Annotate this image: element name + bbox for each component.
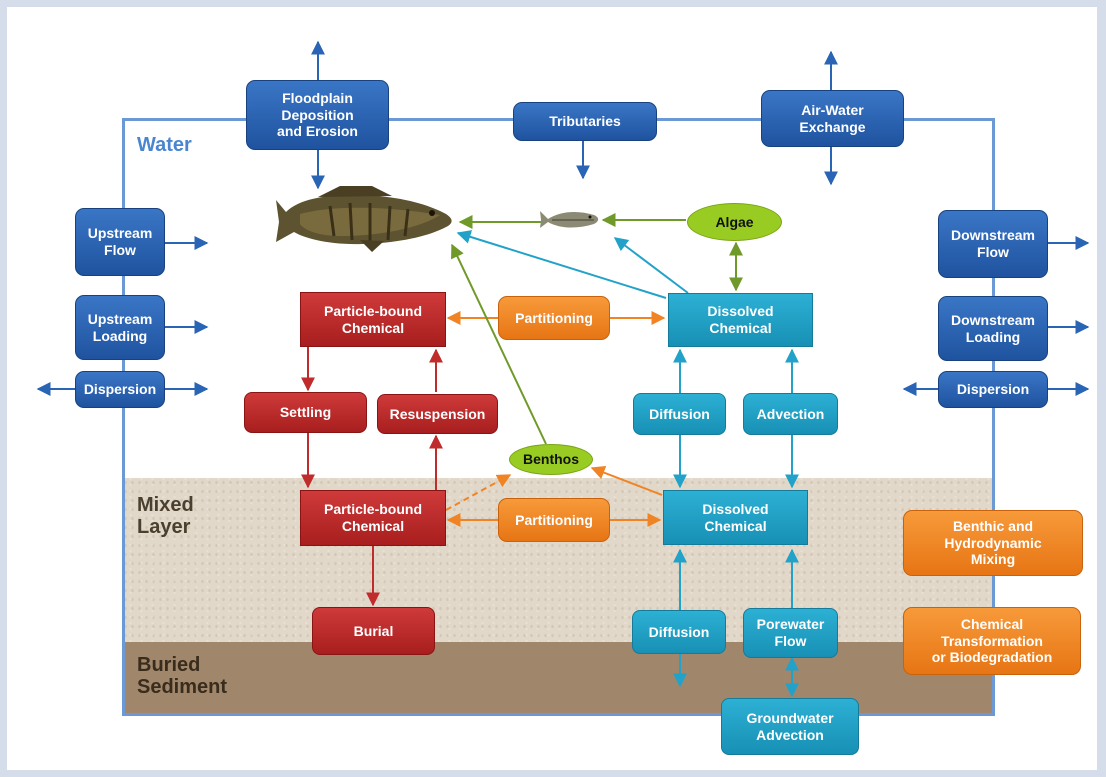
upstream-loading-box: Upstream Loading (75, 295, 165, 360)
downstream-loading-box: Downstream Loading (938, 296, 1048, 361)
dissolved-chemical-mixed-box: Dissolved Chemical (663, 490, 808, 545)
dispersion-right-box: Dispersion (938, 371, 1048, 408)
dissolved-chemical-water-box: Dissolved Chemical (668, 293, 813, 347)
mixed-layer-label: Mixed Layer (137, 494, 194, 539)
partitioning-mixed-box: Partitioning (498, 498, 610, 542)
settling-box: Settling (244, 392, 367, 433)
air-water-exchange-box: Air-Water Exchange (761, 90, 904, 147)
downstream-flow-box: Downstream Flow (938, 210, 1048, 278)
particle-bound-chemical-water-box: Particle-bound Chemical (300, 292, 446, 347)
floodplain-box: Floodplain Deposition and Erosion (246, 80, 389, 150)
chemical-transformation-box: Chemical Transformation or Biodegradatio… (903, 607, 1081, 675)
dispersion-left-box: Dispersion (75, 371, 165, 408)
diffusion-upper-box: Diffusion (633, 393, 726, 435)
bass-fish-image (276, 186, 452, 252)
tributaries-box: Tributaries (513, 102, 657, 141)
partitioning-water-box: Partitioning (498, 296, 610, 340)
arrow-dissolved-to-benthos (590, 466, 663, 496)
arrow-dissolved-to-minnow (613, 237, 689, 294)
arrow-particle-to-benthos (445, 474, 512, 511)
diffusion-lower-box: Diffusion (632, 610, 726, 654)
water-label: Water (137, 134, 192, 156)
resuspension-box: Resuspension (377, 394, 498, 434)
particle-bound-chemical-mixed-box: Particle-bound Chemical (300, 490, 446, 546)
advection-box: Advection (743, 393, 838, 435)
minnow-fish-image (540, 211, 599, 228)
benthic-hydrodynamic-mixing-box: Benthic and Hydrodynamic Mixing (903, 510, 1083, 576)
arrow-dissolved-to-fish (456, 230, 667, 299)
arrow-benthos-to-fish (451, 243, 547, 445)
upstream-flow-box: Upstream Flow (75, 208, 165, 276)
buried-sediment-label: Buried Sediment (137, 654, 228, 699)
benthos-ellipse: Benthos (509, 444, 593, 475)
burial-box: Burial (312, 607, 435, 655)
algae-ellipse: Algae (687, 203, 782, 241)
porewater-flow-box: Porewater Flow (743, 608, 838, 658)
groundwater-advection-box: Groundwater Advection (721, 698, 859, 755)
